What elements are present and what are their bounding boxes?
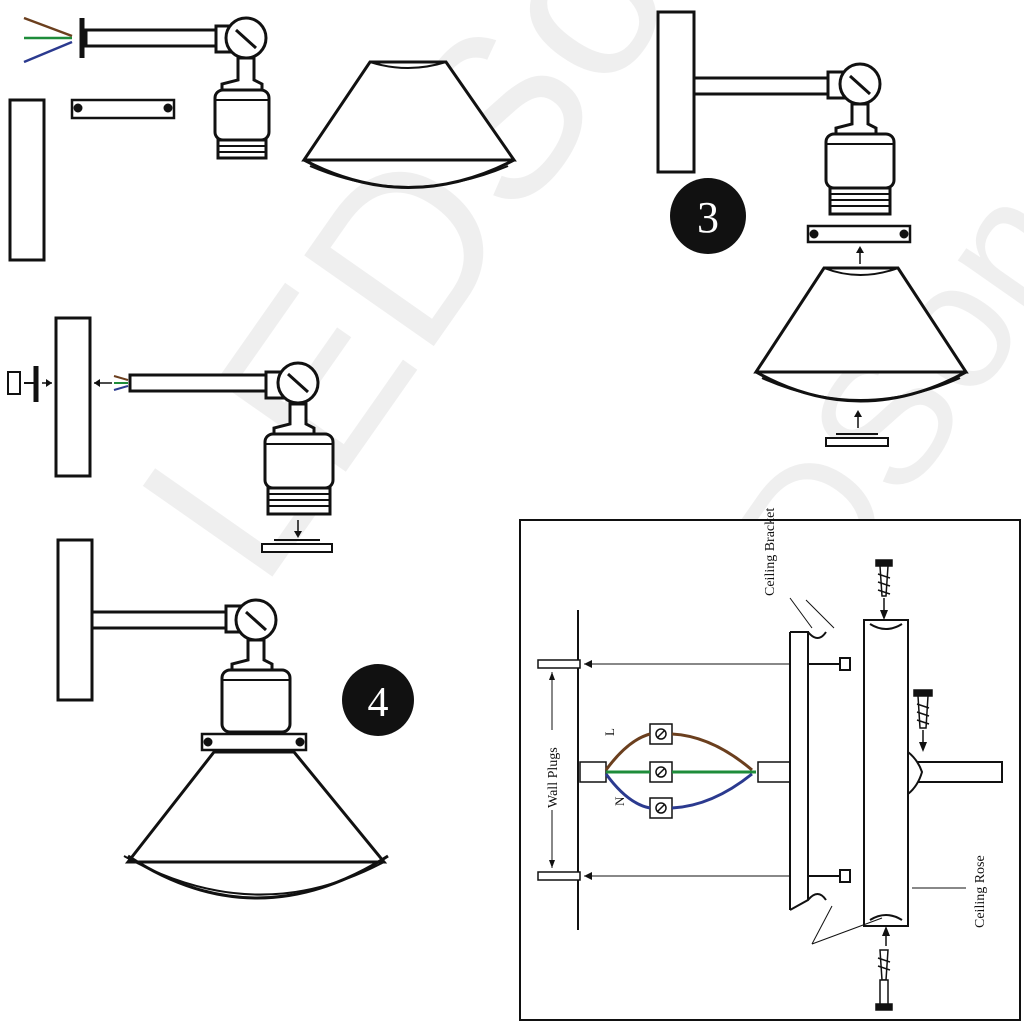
side-screw — [913, 689, 933, 746]
bottom-screw — [875, 930, 893, 1011]
step-4-number: 4 — [368, 680, 389, 726]
wire-live — [604, 732, 753, 772]
step-4-panel — [56, 538, 389, 900]
live-label: L — [602, 728, 617, 736]
neutral-label: N — [612, 796, 627, 806]
ceiling-rose — [863, 619, 1003, 927]
step-4-badge: 4 — [342, 664, 414, 736]
step-2-panel — [7, 316, 335, 553]
step-3-number: 3 — [697, 193, 719, 242]
wiring-diagram: Wall Plugs L N — [519, 508, 1021, 1021]
terminal-blocks — [649, 723, 673, 819]
ceiling-bracket-label: Ceiling Bracket — [763, 508, 778, 596]
wire-brown — [23, 16, 73, 38]
ceiling-bracket — [789, 631, 851, 911]
step-3-panel — [656, 10, 969, 447]
wire-blue — [23, 40, 73, 64]
top-screw — [875, 559, 893, 616]
wire-neutral — [604, 772, 753, 810]
ceiling-rose-label: Ceiling Rose — [973, 855, 988, 928]
step-1-panel — [8, 16, 517, 262]
wall-plugs-label: Wall Plugs — [546, 747, 561, 808]
step-3-badge: 3 — [670, 178, 746, 254]
